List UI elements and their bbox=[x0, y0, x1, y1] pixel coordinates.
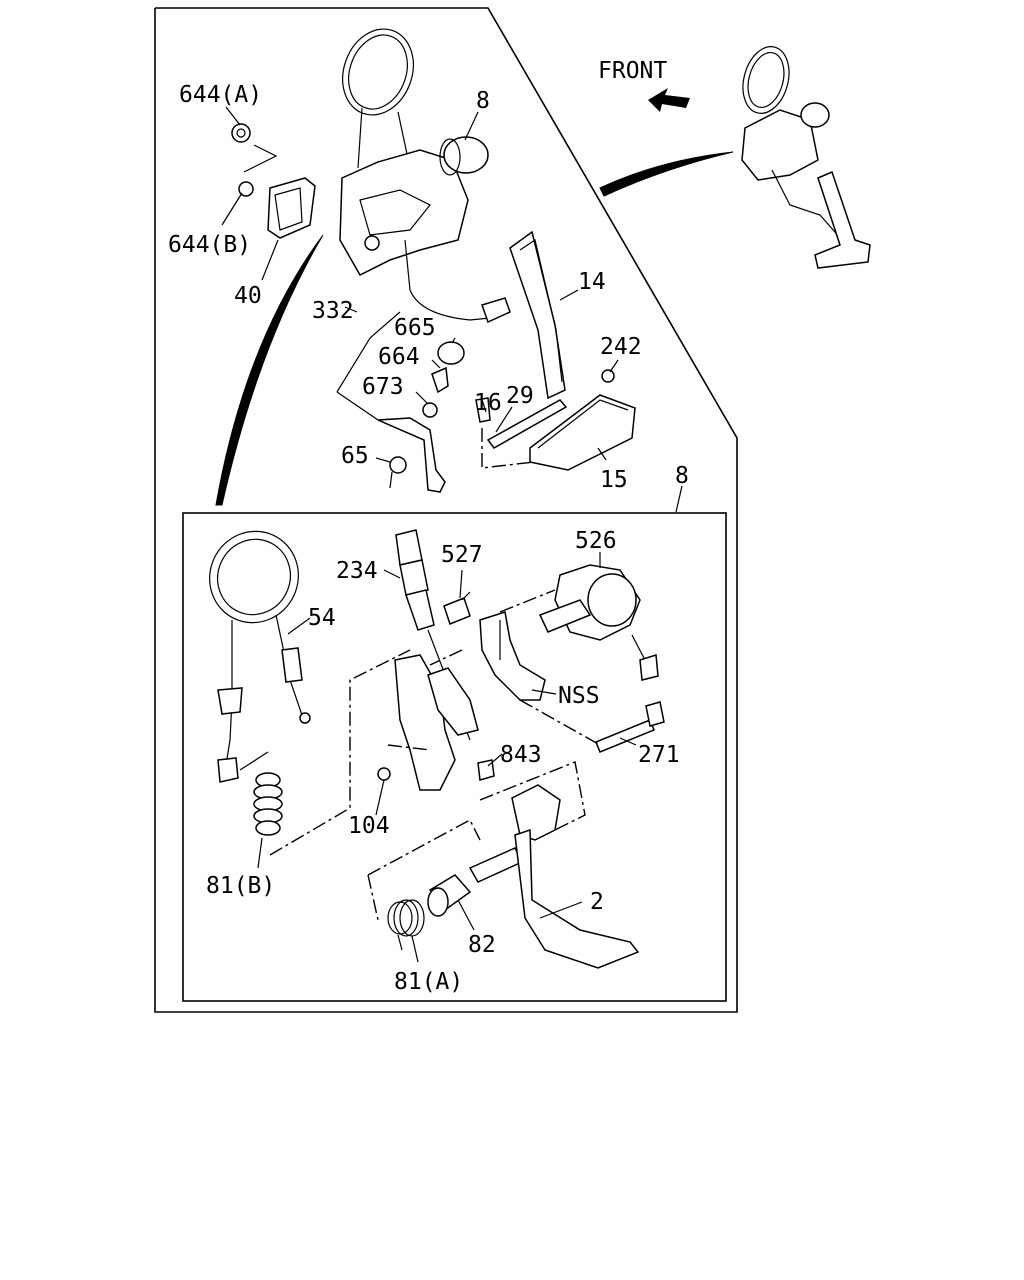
callout-65: 65 bbox=[341, 443, 369, 469]
phantom-line-6 bbox=[387, 744, 431, 751]
bracket-332-parts bbox=[336, 306, 465, 493]
callout-526: 526 bbox=[575, 528, 617, 554]
callout-40: 40 bbox=[234, 283, 262, 309]
callout-nss: NSS bbox=[558, 683, 600, 709]
detail-bracket-nss bbox=[479, 611, 546, 701]
detail-spring-81b bbox=[239, 751, 283, 836]
callout-644b: 644(B) bbox=[168, 232, 251, 258]
callout-8-box: 8 bbox=[675, 463, 689, 489]
callout-664: 664 bbox=[378, 344, 420, 370]
pedal-14-15 bbox=[475, 230, 636, 471]
phantom-line-2 bbox=[429, 589, 556, 666]
callout-81a: 81(A) bbox=[394, 969, 463, 995]
front-arrow-icon bbox=[648, 88, 690, 112]
callout-29: 29 bbox=[506, 383, 534, 409]
callout-843: 843 bbox=[500, 742, 542, 768]
callout-54: 54 bbox=[308, 605, 336, 631]
phantom-line-3 bbox=[519, 699, 601, 746]
leader-lines bbox=[221, 106, 683, 963]
detail-spring-81a bbox=[387, 899, 425, 937]
detail-bracket-main bbox=[377, 654, 495, 791]
detail-actuator-526 bbox=[538, 564, 659, 681]
phantom-line-5 bbox=[367, 819, 481, 921]
callout-673: 673 bbox=[362, 374, 404, 400]
callout-15: 15 bbox=[600, 467, 628, 493]
bracket-40 bbox=[231, 123, 316, 239]
detail-switch-234 bbox=[395, 529, 471, 741]
phantom-line-1 bbox=[269, 649, 411, 856]
callout-332: 332 bbox=[312, 298, 354, 324]
callout-2: 2 bbox=[590, 889, 604, 915]
detail-box bbox=[182, 512, 727, 1002]
callout-271: 271 bbox=[638, 742, 680, 768]
callout-82: 82 bbox=[468, 932, 496, 958]
callout-527: 527 bbox=[441, 542, 483, 568]
detail-lever-2 bbox=[468, 784, 640, 969]
callout-644a: 644(A) bbox=[179, 82, 262, 108]
callout-16: 16 bbox=[474, 390, 502, 416]
front-label: FRONT bbox=[598, 58, 667, 84]
callout-81b: 81(B) bbox=[206, 873, 275, 899]
pedal-assembly bbox=[339, 28, 511, 324]
detail-bolt-527 bbox=[443, 591, 471, 625]
detail-pin-271 bbox=[595, 701, 665, 753]
callout-8-top: 8 bbox=[476, 88, 490, 114]
detail-cable-54 bbox=[209, 530, 311, 783]
callout-242: 242 bbox=[600, 334, 642, 360]
callout-14: 14 bbox=[578, 269, 606, 295]
overview-wedge-icon bbox=[599, 151, 734, 197]
callout-234: 234 bbox=[336, 558, 378, 584]
pointer-wedge-icon bbox=[215, 234, 324, 506]
overview-figure bbox=[741, 46, 871, 269]
callout-665: 665 bbox=[394, 315, 436, 341]
callout-104: 104 bbox=[348, 813, 390, 839]
outer-frame bbox=[154, 7, 738, 1013]
detail-bushing-82 bbox=[427, 874, 472, 917]
phantom-line-4 bbox=[479, 761, 586, 831]
